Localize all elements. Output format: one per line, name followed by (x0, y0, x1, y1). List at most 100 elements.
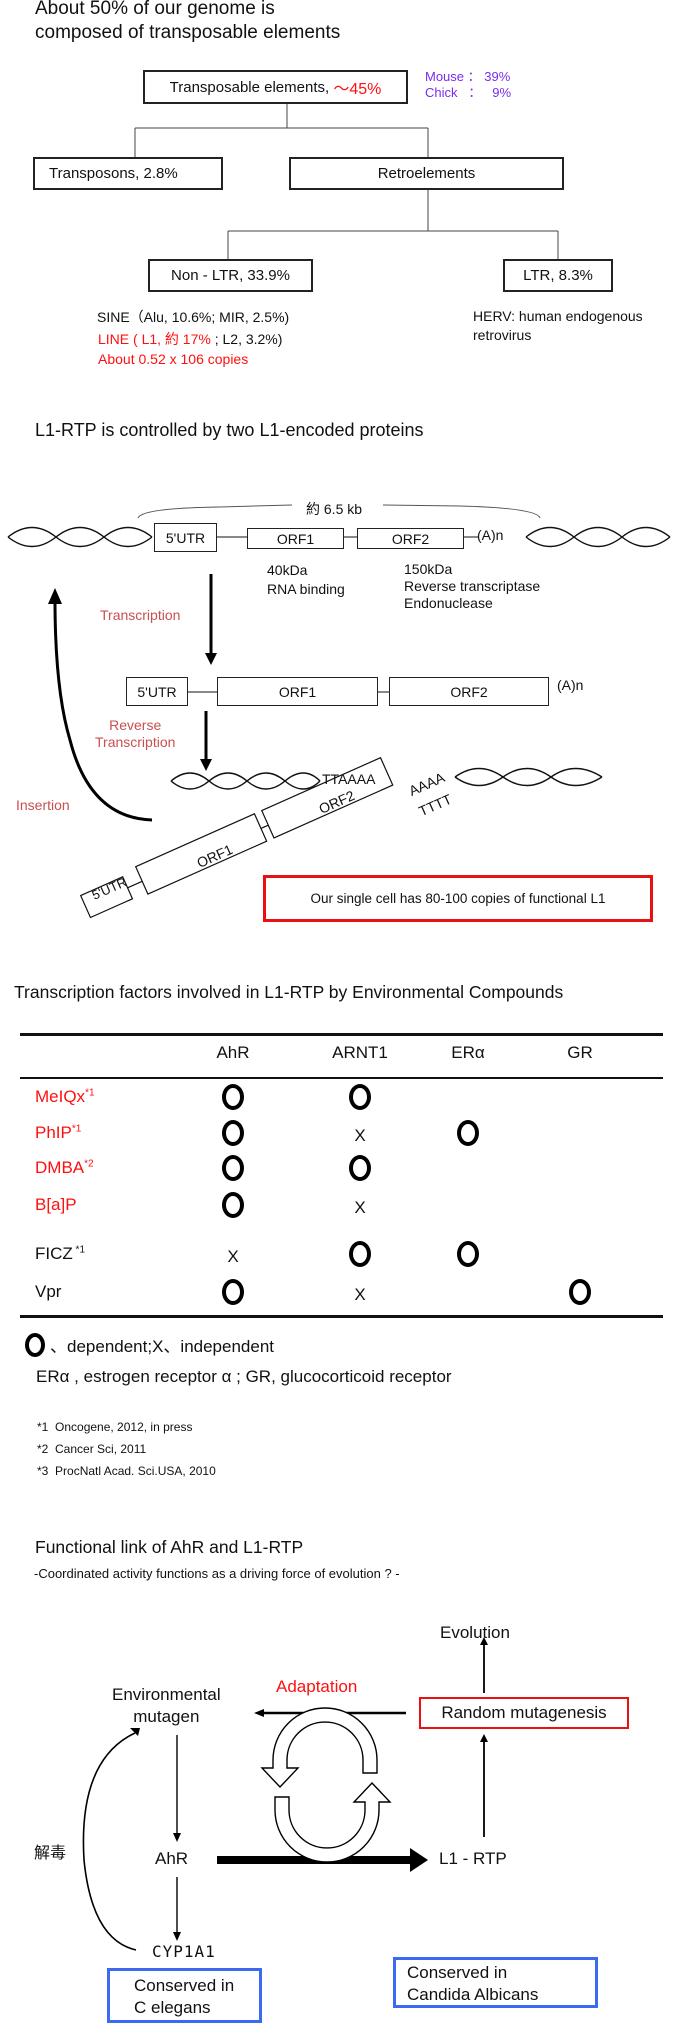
dependent-circle-icon (213, 1192, 253, 1223)
length-brace-right (382, 504, 541, 519)
retroelements-box: Retroelements (289, 157, 564, 190)
candida-line2: Candida Albicans (407, 1985, 539, 2004)
table-header-rule (20, 1077, 663, 1079)
compound-footnote-mark: *1 (85, 1087, 95, 1099)
ahr-node-label: AhR (155, 1849, 189, 1868)
cyp1a1-label: CYP1A1 (152, 1942, 216, 1961)
candida-line1: Conserved in (407, 1963, 508, 1982)
species-note-chick: Chick ： 9% (425, 85, 512, 100)
abbreviations: ERα , estrogen receptor α ; GR, glucocor… (36, 1367, 452, 1386)
table-top-rule (20, 1033, 663, 1036)
utr-box-genomic: 5'UTR (154, 523, 217, 552)
section2-title: L1-RTP is controlled by two L1-encoded p… (35, 420, 424, 440)
dependent-circle-icon (213, 1155, 253, 1186)
ahr-to-cyp-arrowhead (173, 1932, 181, 1941)
reverse-line1: Reverse (109, 717, 162, 733)
reverse-transcription-label: Reverse Transcription (95, 717, 175, 751)
reverse-line2: Transcription (95, 734, 176, 750)
adaptation-arrowhead (254, 1709, 264, 1717)
table-column-header: GR (567, 1043, 593, 1062)
l1rtp-node-label: L1 - RTP (439, 1849, 507, 1868)
references: *1 Oncogene, 2012, in press *2 Cancer Sc… (37, 1416, 216, 1482)
detox-label: 解毒 (34, 1845, 67, 1862)
callout-text: Our single cell has 80-100 copies of fun… (310, 891, 606, 906)
independent-x-mark: X (227, 1247, 239, 1266)
reference-item: *1 Oncogene, 2012, in press (37, 1420, 193, 1434)
dependent-circle-icon (340, 1155, 380, 1186)
herv-text: HERV: human endogenous retrovirus (473, 307, 643, 345)
row-compound-name: DMBA*2 (35, 1158, 94, 1178)
compound-footnote-mark: *1 (71, 1123, 82, 1135)
ltr-box: LTR, 8.3% (503, 259, 613, 292)
compound-label: MeIQx (35, 1087, 86, 1106)
line-text: LINE ( L1, 約 17% ; L2, 3.2%) (98, 329, 282, 349)
compound-label: B[a]P (35, 1195, 77, 1214)
row-compound-name: FICZ *1 (35, 1244, 85, 1264)
root-label: Transposable elements, (169, 78, 330, 96)
length-brace-left (137, 504, 293, 519)
orf1-function: RNA binding (267, 581, 345, 597)
table-bottom-rule (20, 1315, 663, 1318)
independent-x-mark: X (354, 1285, 366, 1304)
orf1-info: 40kDa RNA binding (267, 561, 345, 599)
row-compound-name: MeIQx*1 (35, 1087, 95, 1107)
independent-x-mark: X (354, 1126, 366, 1145)
species-note-mouse: Mouse ： 39% (425, 69, 511, 84)
herv-line2: retrovirus (473, 327, 532, 343)
adaptation-label: Adaptation (276, 1677, 358, 1696)
insertion-arrow (53, 599, 153, 822)
utr-box-rna: 5'UTR (126, 677, 188, 706)
non-ltr-box: Non - LTR, 33.9% (148, 259, 313, 292)
candida-box: Conserved in Candida Albicans (393, 1957, 598, 2008)
compound-label: Vpr (35, 1282, 62, 1301)
dna-helix-lower-right (454, 767, 603, 787)
dependent-circle-icon (448, 1120, 488, 1151)
env-line1: Environmental (112, 1685, 221, 1704)
transposable-elements-box: Transposable elements, ～45% (143, 70, 408, 104)
compound-label: DMBA (35, 1158, 85, 1177)
ahr-to-l1rtp-arrowhead (410, 1848, 428, 1872)
copies-text: About 0.52 x 106 copies (98, 351, 249, 367)
section4-subtitle: -Coordinated activity functions as a dri… (34, 1566, 400, 1581)
orf2-function-1: Reverse transcriptase (404, 578, 541, 594)
species-notes: Mouse ： 39% Chick ： 9% (425, 69, 511, 101)
orf1-box-genomic: ORF1 (247, 528, 344, 549)
celegans-box: Conserved in C elegans (107, 1968, 262, 2023)
orf1-label: ORF1 (276, 530, 315, 547)
dependent-circle-icon (340, 1084, 380, 1115)
sine-text: SINE（Alu, 10.6%; MIR, 2.5%) (97, 309, 290, 325)
non-ltr-label: Non - LTR, 33.9% (171, 267, 290, 284)
section1-title-line2: composed of transposable elements (35, 22, 341, 43)
classification-tree-lines (134, 103, 559, 259)
orf2-function-2: Endonuclease (404, 595, 493, 611)
section3-title: Transcription factors involved in L1-RTP… (14, 982, 564, 1002)
env-line2: mutagen (133, 1707, 200, 1726)
environmental-mutagen-label: Environmental mutagen (112, 1684, 221, 1728)
orf1-box-rna: ORF1 (217, 677, 378, 706)
reference-item: *2 Cancer Sci, 2011 (37, 1442, 147, 1456)
dependent-circle-icon (448, 1241, 488, 1272)
transposons-label: Transposons, 2.8% (49, 165, 178, 182)
compound-footnote-mark: *1 (72, 1244, 86, 1256)
cycle-arrows-icon (260, 1707, 392, 1863)
dependent-circle-icon (560, 1279, 600, 1310)
orf2-size: 150kDa (404, 561, 453, 577)
dependent-circle-icon (213, 1279, 253, 1310)
table-column-header: ERα (451, 1043, 485, 1062)
evolution-label: Evolution (440, 1623, 510, 1642)
mutagen-to-ahr-arrowhead (173, 1833, 181, 1842)
detox-curve (82, 1732, 137, 1951)
table-legend: 、dependent;X、independent (25, 1332, 274, 1357)
utr-label: 5'UTR (165, 529, 206, 546)
table-column-header: AhR (216, 1043, 250, 1062)
ltr-label: LTR, 8.3% (523, 267, 593, 284)
orf1-label: ORF1 (278, 683, 317, 700)
section1-title-line1: About 50% of our genome is (35, 0, 275, 19)
length-label: 約 6.5 kb (303, 499, 366, 519)
polya-genomic: (A)n (477, 527, 504, 543)
line-text-black: ; L2, 3.2%) (214, 331, 283, 347)
row-compound-name: PhIP*1 (35, 1123, 81, 1143)
dependent-circle-icon (340, 1241, 380, 1272)
dna-helix-right (525, 526, 671, 548)
